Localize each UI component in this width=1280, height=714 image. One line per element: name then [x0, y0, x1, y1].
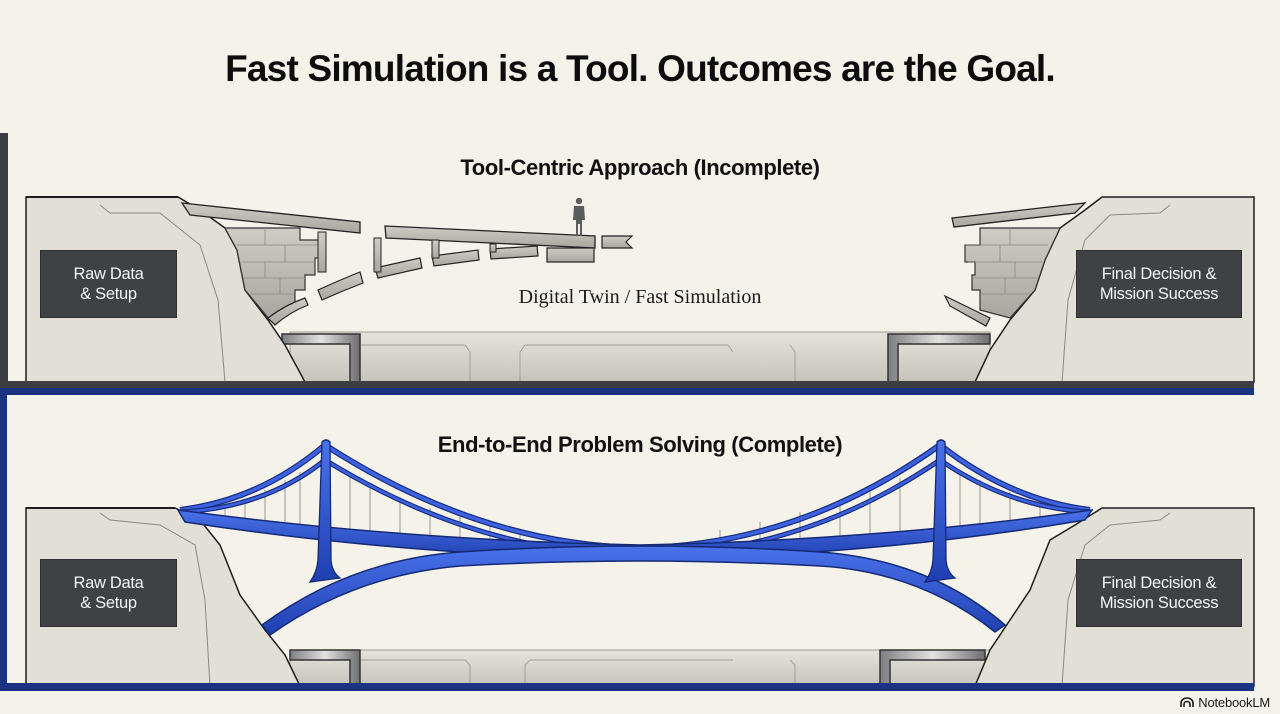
top-panel-frame-bottom — [0, 381, 1254, 388]
final-decision-label-bottom: Final Decision & Mission Success — [1076, 559, 1242, 627]
page-title: Fast Simulation is a Tool. Outcomes are … — [225, 48, 1056, 89]
bottom-scene — [7, 395, 1255, 687]
tool-centric-heading: Tool-Centric Approach (Incomplete) — [460, 155, 820, 180]
panel-divider — [0, 388, 1254, 395]
raw-data-label-top: Raw Data & Setup — [40, 250, 177, 318]
tool-centric-panel — [0, 133, 1254, 395]
notebooklm-branding: NotebookLM — [1180, 695, 1270, 710]
top-scene — [25, 196, 1255, 383]
panel-frame-left — [0, 133, 8, 385]
final-decision-label-top: Final Decision & Mission Success — [1076, 250, 1242, 318]
person-icon — [573, 197, 585, 236]
digital-twin-caption: Digital Twin / Fast Simulation — [518, 286, 762, 308]
notebooklm-icon — [1180, 697, 1195, 707]
end-to-end-heading: End-to-End Problem Solving (Complete) — [437, 432, 843, 457]
bottom-panel-frame-bottom — [0, 683, 1254, 691]
raw-data-label-bottom: Raw Data & Setup — [40, 559, 177, 627]
